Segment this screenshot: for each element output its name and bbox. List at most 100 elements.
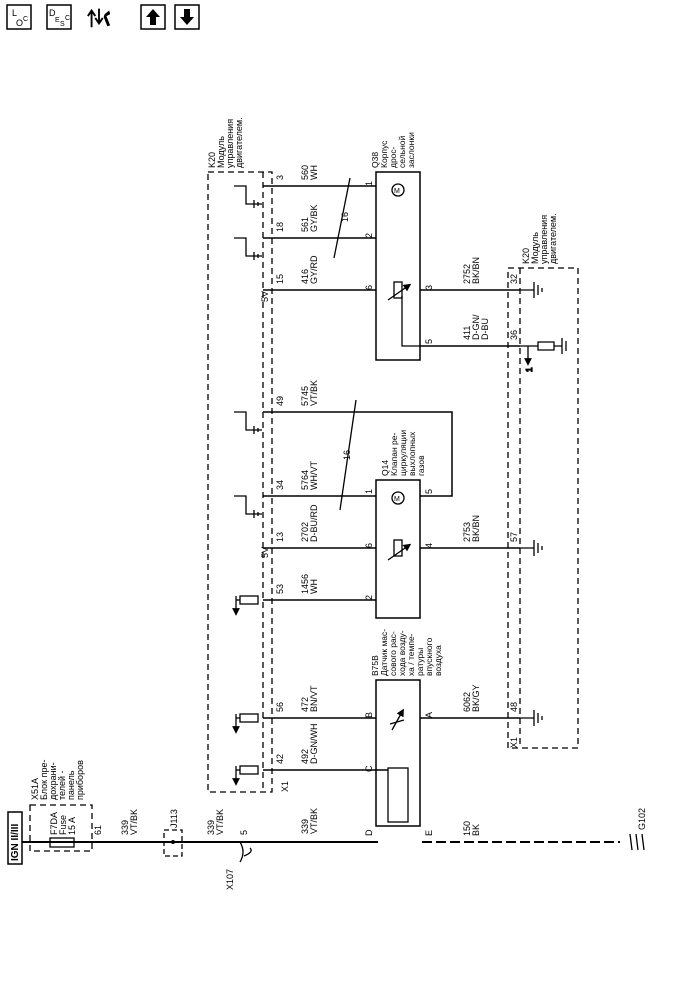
svg-text:16: 16 (342, 450, 352, 460)
wire-pin-label: 56 (275, 702, 285, 712)
wire-circuit-label: 561 (300, 217, 310, 232)
wire-circuit-label: 2753 (462, 522, 472, 542)
svg-text:2: 2 (364, 233, 374, 238)
svg-text:управления: управления (225, 119, 235, 168)
svg-text:15 A: 15 A (67, 817, 77, 835)
wire-pin-label: 49 (275, 396, 285, 406)
wire-lines (263, 185, 520, 771)
svg-text:Блок пре-: Блок пре- (39, 760, 49, 800)
svg-text:X51A: X51A (30, 778, 40, 800)
arrow-down-icon[interactable] (174, 4, 200, 30)
wire-circuit-label: 150 (462, 821, 472, 836)
svg-text:4: 4 (424, 543, 434, 548)
svg-text:1: 1 (525, 367, 534, 372)
svg-text:сового рас-: сового рас- (388, 631, 398, 676)
svg-text:газов: газов (416, 455, 426, 476)
svg-text:F7DA: F7DA (49, 812, 59, 835)
throttle-q38: M Q38 Корпус дрос- сельной заслонки 2 6 … (364, 132, 434, 361)
svg-text:панель: панель (66, 770, 76, 800)
wire-circuit-label: 560 (300, 165, 310, 180)
svg-text:O: O (16, 18, 23, 28)
svg-text:6: 6 (364, 543, 374, 548)
wire-pin-label: 18 (275, 222, 285, 232)
svg-text:Датчик мас-: Датчик мас- (379, 629, 389, 676)
svg-text:339: 339 (120, 820, 130, 835)
svg-text:VT/BK: VT/BK (129, 809, 139, 835)
wire-color-label: D-BU/RD (309, 504, 319, 542)
wire-circuit-label: 5764 (300, 470, 310, 490)
svg-text:управления: управления (539, 215, 549, 264)
wire-pin-label: 36 (509, 330, 519, 340)
svg-text:339: 339 (206, 820, 216, 835)
svg-text:M: M (394, 496, 400, 503)
k20-bottom-internals: 1 (520, 282, 567, 726)
svg-text:Модуль: Модуль (216, 136, 226, 168)
svg-text:1: 1 (364, 489, 374, 494)
svg-text:5V: 5V (260, 547, 270, 558)
svg-text:E: E (55, 17, 60, 24)
svg-text:5: 5 (424, 339, 434, 344)
wire-circuit-label: 411 (462, 326, 472, 340)
wire-color-label: D-GN/WH (309, 724, 319, 765)
svg-text:ха / темпе-: ха / темпе- (406, 633, 416, 676)
wire-color-label: GY/BK (309, 204, 319, 232)
wire-color-label: D-GN/ (471, 314, 481, 340)
wire-pin-label: 13 (275, 532, 285, 542)
svg-text:C: C (364, 765, 374, 772)
wire-color-label: VT/BK (309, 380, 319, 406)
wire-circuit-label: 2702 (300, 522, 310, 542)
svg-text:выхлопных: выхлопных (407, 431, 417, 476)
valve-q14: M Q14 Клапан ре- циркуляции выхлопных га… (263, 411, 453, 619)
svg-text:C: C (65, 15, 70, 22)
svg-text:M: M (394, 188, 400, 195)
location-icon[interactable]: L O C (6, 4, 32, 30)
arrow-up-icon[interactable] (140, 4, 166, 30)
svg-text:X1: X1 (280, 781, 290, 792)
svg-text:Q38: Q38 (370, 152, 380, 168)
fuse-block-x51a: X51A Блок пре- дохрани- телей - панель п… (29, 760, 103, 852)
wire-circuit-label: 416 (300, 269, 310, 284)
wire-color-label: D-BU (480, 318, 490, 340)
module-k20-top: K20 Модуль управления двигателем. X1 (207, 117, 290, 793)
wire-circuit-label: 6062 (462, 692, 472, 712)
wire-pin-label: 48 (509, 702, 519, 712)
svg-text:B: B (364, 712, 374, 718)
wire-color-label: BK (471, 824, 481, 836)
svg-text:двигателем.: двигателем. (234, 117, 244, 168)
svg-text:хода возду-: хода возду- (397, 630, 407, 676)
connector-x107: X107 5 (225, 830, 252, 890)
wire-circuit-label: 5745 (300, 386, 310, 406)
svg-text:Корпус: Корпус (379, 140, 389, 168)
diagnostics-icon[interactable] (86, 4, 114, 30)
svg-text:впускного: впускного (424, 637, 434, 676)
wire-color-label: BK/BN (471, 515, 481, 542)
wire-circuit-label: 492 (300, 749, 310, 764)
svg-text:K20: K20 (207, 152, 217, 168)
svg-text:J113: J113 (169, 809, 179, 828)
svg-text:Модуль: Модуль (530, 232, 540, 264)
svg-text:5: 5 (424, 489, 434, 494)
wire-color-label: WH (309, 579, 319, 594)
svg-text:ратуры: ратуры (415, 648, 425, 676)
svg-text:Клапан ре-: Клапан ре- (389, 433, 399, 476)
description-icon[interactable]: D E S C (46, 4, 72, 30)
svg-text:B75B: B75B (370, 655, 380, 676)
wire-pin-label: 57 (509, 532, 519, 542)
svg-text:1: 1 (364, 181, 374, 186)
svg-text:воздуха: воздуха (433, 645, 443, 676)
svg-text:D: D (49, 8, 56, 18)
svg-text:X1: X1 (509, 737, 519, 748)
svg-text:6: 6 (364, 285, 374, 290)
svg-text:K20: K20 (521, 248, 531, 264)
k20-top-internals (232, 185, 262, 786)
svg-text:циркуляции: циркуляции (398, 430, 408, 476)
wire-color-label: BK/BN (471, 257, 481, 284)
wire-pin-label: 15 (275, 274, 285, 284)
svg-text:дрос-: дрос- (388, 146, 398, 168)
wire-color-label: VT/BK (309, 808, 319, 834)
wire-color-label: BN/VT (309, 685, 319, 712)
svg-text:VT/BK: VT/BK (215, 809, 225, 835)
wire-color-label: WH (309, 165, 319, 180)
